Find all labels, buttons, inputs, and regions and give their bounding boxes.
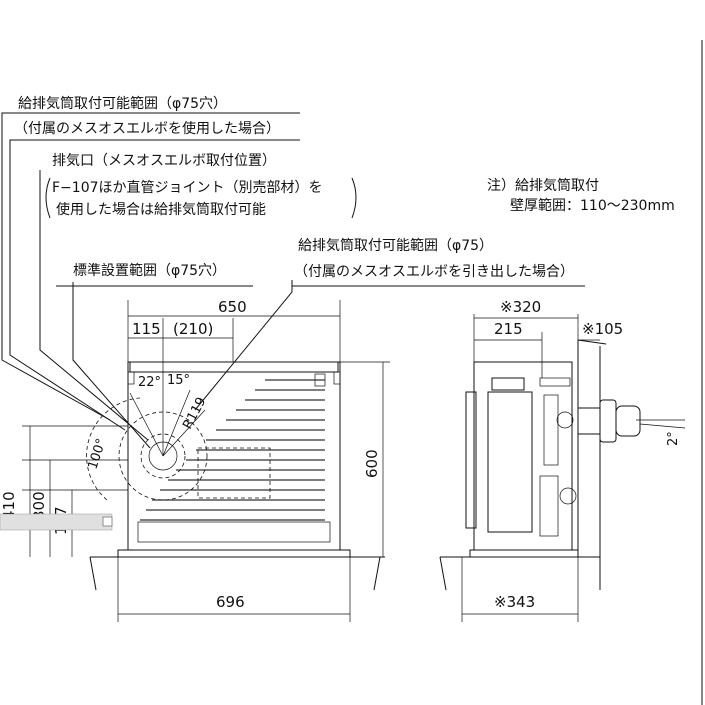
leader-exhaust-port — [39, 170, 149, 441]
top-bracket-left — [127, 371, 135, 385]
leader-elbow-hole-2 — [9, 139, 300, 431]
dim-210: (210) — [173, 320, 213, 338]
annotation-group: 給排気筒取付可能範囲（φ75穴） （付属のメスオスエルボを使用した場合） 排気口… — [1, 95, 675, 449]
side-top-part — [539, 377, 571, 387]
dim-696: 696 — [216, 593, 245, 611]
overlay-box-icon — [102, 516, 113, 527]
leader-extended — [194, 280, 293, 411]
dim-105: ※105 — [582, 320, 623, 338]
standard-range-circle — [140, 433, 186, 479]
angle-22-label: 22° — [138, 375, 161, 390]
dim-650: 650 — [218, 298, 247, 316]
fan-part — [556, 411, 574, 429]
pipe-range-extended-label: 給排気筒取付可能範囲（φ75） — [298, 237, 493, 254]
f107-line2: 使用した場合は給排気筒取付可能 — [56, 201, 266, 218]
angle-15-label: 15° — [167, 373, 190, 388]
angle-line-22 — [129, 392, 164, 457]
bottom-panel — [137, 521, 331, 543]
dim-600: 600 — [363, 449, 381, 478]
exhaust-port-label: 排気口（メスオスエルボ取付位置） — [52, 153, 276, 169]
lower-part — [559, 487, 577, 505]
front-view: 22° 15° R119 100° 650 115 (210) 600 410 … — [0, 298, 390, 622]
front-grille-side — [465, 391, 477, 529]
pipe-slope — [639, 423, 686, 429]
radius-label: R119 — [180, 395, 209, 432]
pipe-terminal — [615, 405, 641, 437]
floor-break-right — [373, 556, 381, 591]
pipe-range-elbow-hole-label: 給排気筒取付可能範囲（φ75穴） — [18, 95, 227, 112]
top-bracket-right — [333, 371, 341, 385]
slope-2-label: 2° — [666, 431, 681, 446]
louver-grille — [140, 379, 325, 521]
floor-break-left — [89, 556, 97, 591]
dim-115: 115 — [132, 320, 161, 338]
bracket-left — [45, 177, 51, 219]
pipe-range-elbow-hole-note: （付属のメスオスエルボを使用した場合） — [14, 120, 280, 137]
top-panel — [129, 361, 339, 373]
extended-range-circle — [118, 411, 208, 501]
dim-343: ※343 — [494, 593, 535, 611]
dim-215: 215 — [494, 320, 523, 338]
leader-standard-range — [72, 282, 151, 449]
dim-300: 300 — [30, 491, 48, 520]
bracket-right — [351, 177, 357, 219]
burner-window — [197, 447, 271, 499]
leader-elbow-hole — [1, 112, 300, 421]
wall-top-break — [577, 339, 607, 345]
angle-100-label: 100° — [86, 437, 110, 471]
side-inner-box — [487, 391, 533, 533]
note-line2: 壁厚範囲：110〜230mm — [510, 197, 675, 214]
overlay-bar — [0, 513, 113, 531]
side-view: 2° ※320 215 ※105 ※343 — [439, 298, 686, 622]
pipe-range-extended-note: （付属のメスオスエルボを引き出した場合） — [294, 264, 574, 280]
f107-line1: F−107ほか直管ジョイント（別売部材）を — [52, 179, 323, 196]
side-components — [543, 394, 559, 466]
side-base — [469, 549, 579, 558]
side-floor-break — [439, 556, 447, 591]
note-line1: 注）給排気筒取付 — [487, 177, 599, 194]
pipe-through-wall — [577, 407, 601, 435]
standard-range-label: 標準設置範囲（φ75穴） — [73, 262, 226, 279]
base-plate — [117, 549, 351, 558]
pipe-cap — [599, 399, 617, 443]
angle-line-15 — [162, 389, 191, 457]
radius-line — [162, 409, 206, 457]
dim-410: 410 — [0, 491, 18, 520]
side-top-handle — [491, 377, 525, 391]
burner-side — [539, 475, 559, 537]
dim-320: ※320 — [500, 298, 541, 316]
